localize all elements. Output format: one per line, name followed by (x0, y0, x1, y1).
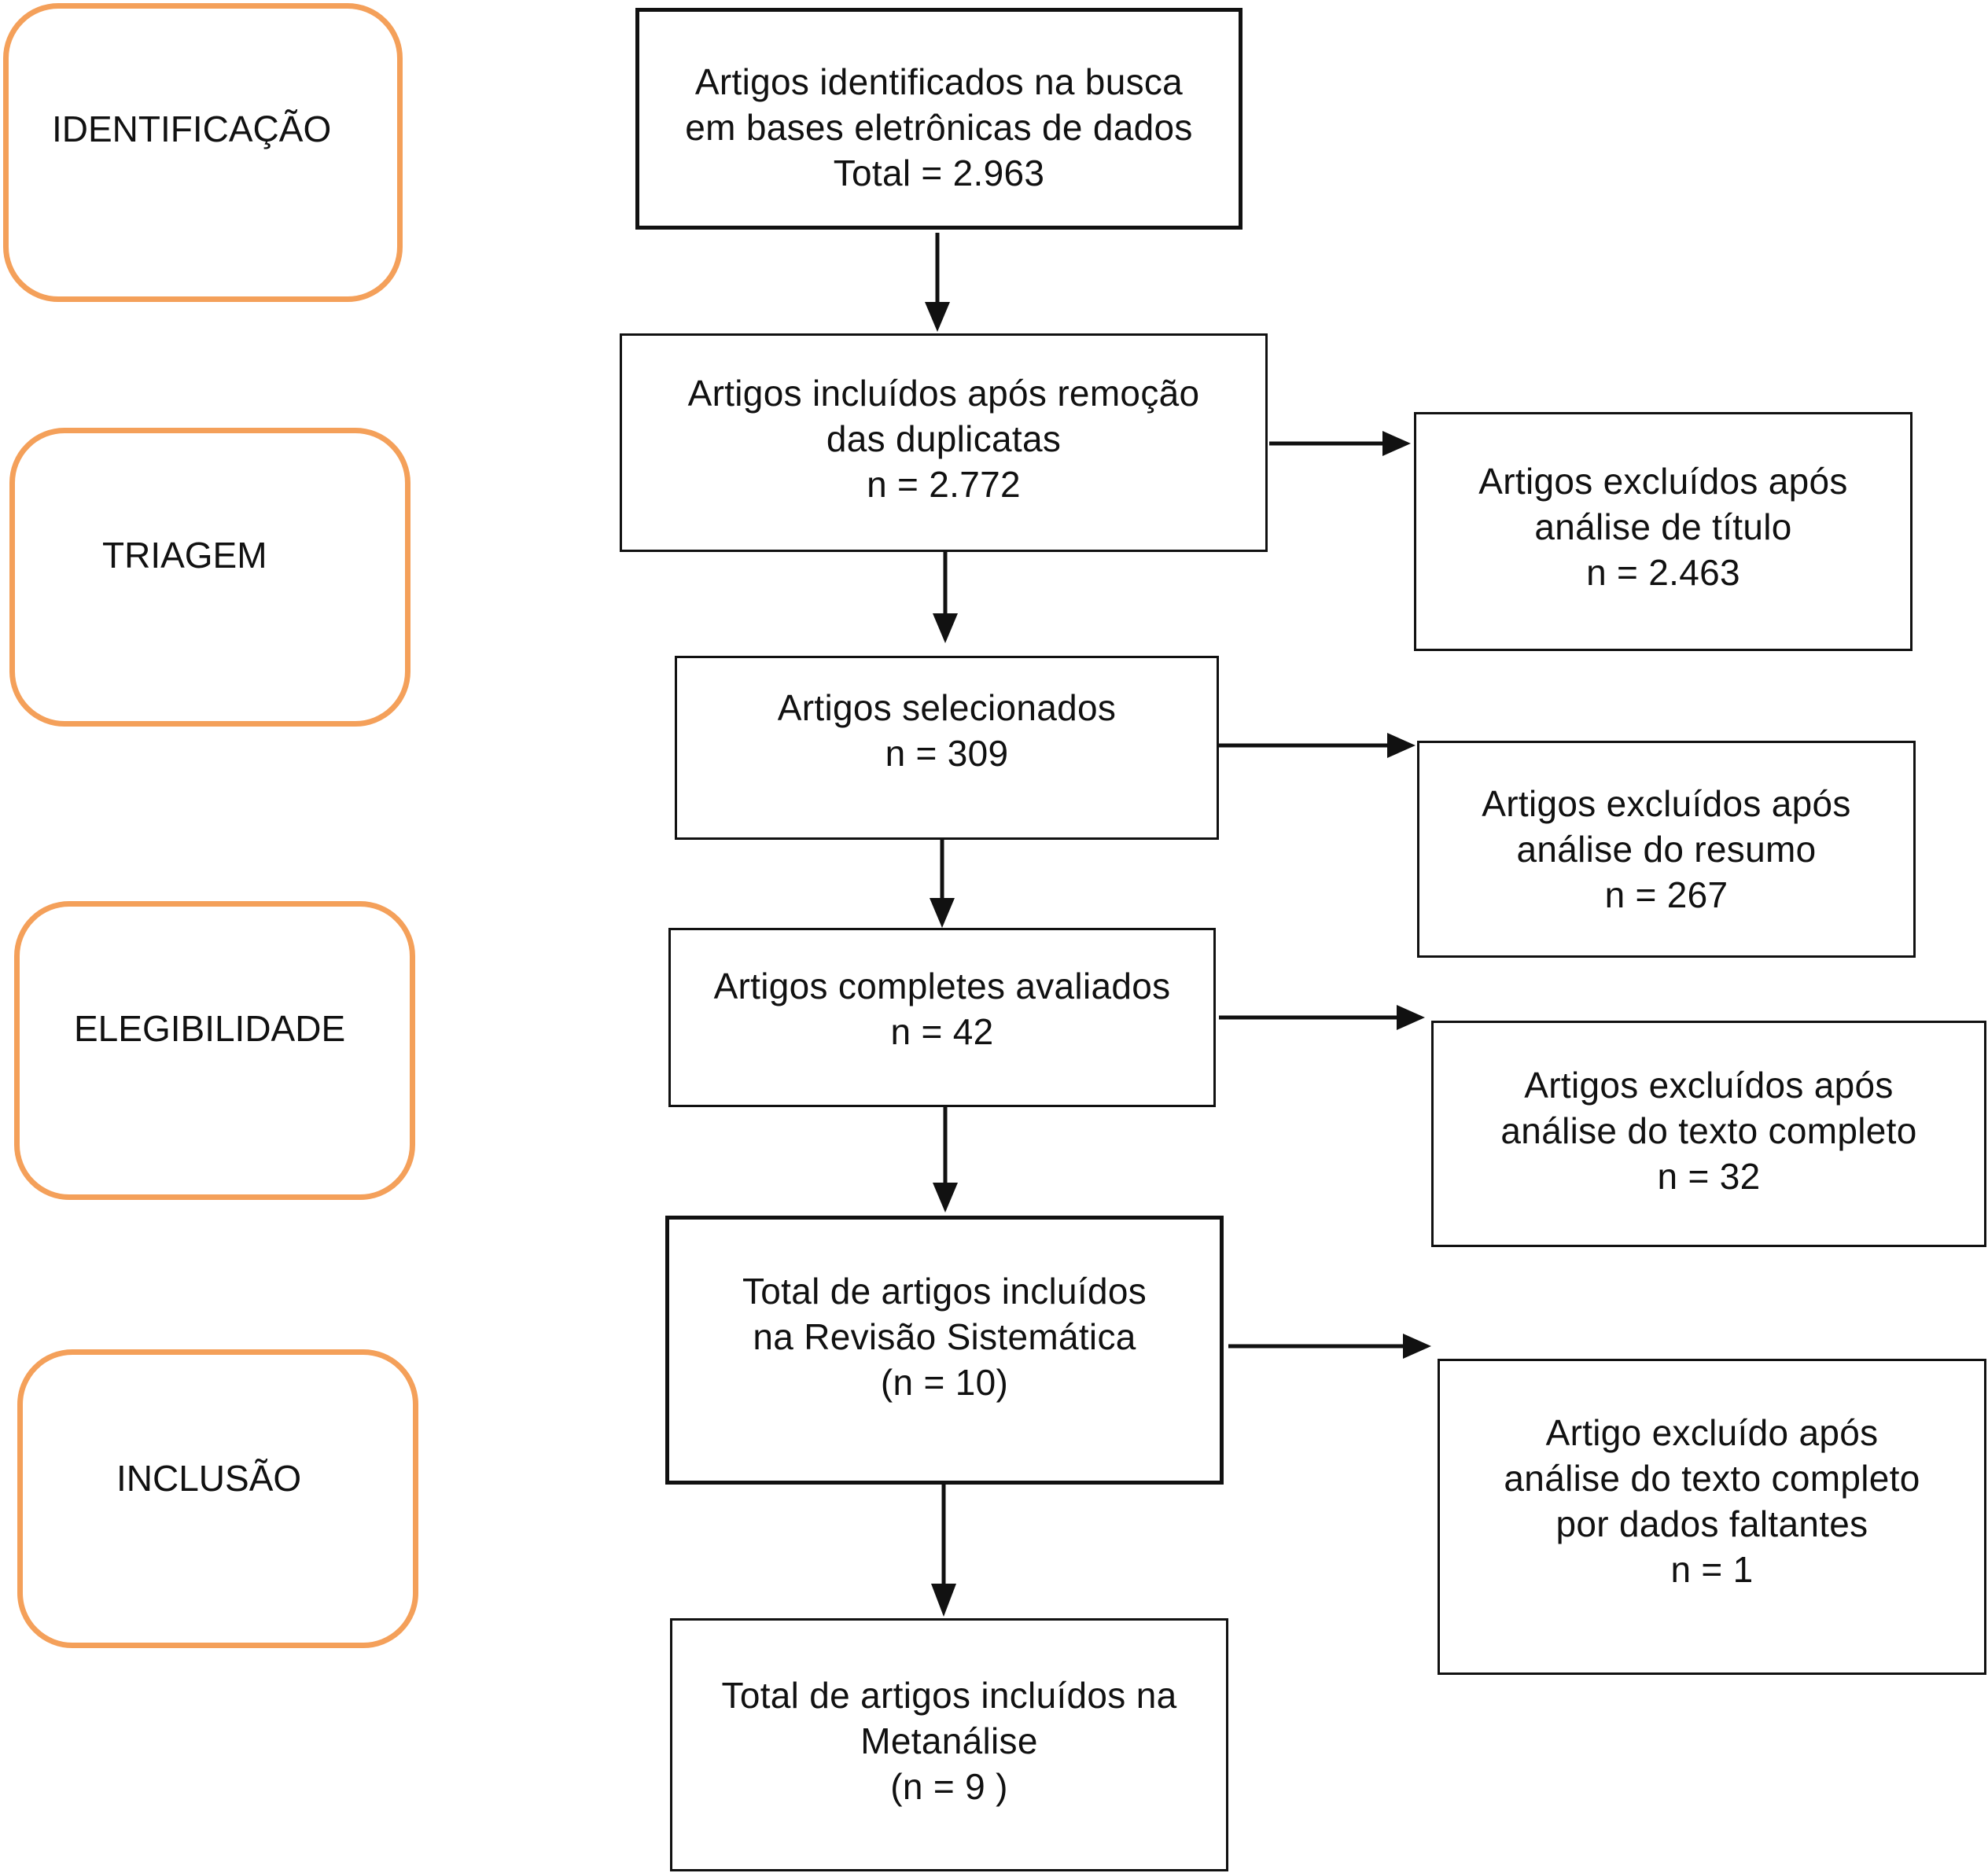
phase-label-inclusao: INCLUSÃO (116, 1458, 302, 1499)
box-meta-analysis-line-2: Metanálise (860, 1720, 1038, 1761)
box-full-text-assessed: Artigos completes avaliados n = 42 (668, 928, 1216, 1107)
box-excluded-full-text-line-1: Artigos excluídos após (1524, 1065, 1894, 1106)
arrowhead-to-excluded-missing-data (1403, 1334, 1431, 1359)
box-excluded-full-text-line-3: n = 32 (1657, 1156, 1761, 1197)
box-identified-line-3: Total = 2.963 (833, 153, 1045, 193)
phase-label-elegibilidade: ELEGIBILIDADE (74, 1008, 346, 1049)
box-excluded-title-line-2: análise de título (1534, 506, 1792, 547)
arrowhead-to-excluded-full-text (1397, 1005, 1425, 1030)
box-excluded-abstract: Artigos excluídos após análise do resumo… (1417, 741, 1916, 958)
box-identified: Artigos identificados na busca em bases … (635, 8, 1242, 230)
box-selected-line-1: Artigos selecionados (777, 687, 1117, 728)
box-systematic-review-line-3: (n = 10) (880, 1362, 1009, 1403)
box-excluded-missing-data-line-2: análise do texto completo (1504, 1458, 1920, 1499)
box-after-duplicates-line-2: das duplicatas (826, 418, 1062, 459)
box-systematic-review-line-1: Total de artigos incluídos (742, 1271, 1147, 1312)
box-excluded-title: Artigos excluídos após análise de título… (1414, 412, 1913, 651)
box-meta-analysis-line-3: (n = 9 ) (890, 1766, 1008, 1807)
arrowhead-after-duplicates-to-selected (933, 613, 958, 643)
box-identified-line-2: em bases eletrônicas de dados (685, 107, 1193, 148)
arrowhead-identified-to-after-duplicates (925, 302, 950, 332)
arrowhead-to-excluded-title (1382, 431, 1411, 456)
arrowhead-to-excluded-abstract (1387, 733, 1416, 758)
phase-box-identificacao (3, 3, 403, 302)
box-excluded-abstract-line-2: análise do resumo (1516, 829, 1817, 870)
box-excluded-abstract-line-1: Artigos excluídos após (1482, 783, 1851, 824)
box-systematic-review-line-2: na Revisão Sistemática (753, 1316, 1136, 1357)
arrowhead-systematic-review-to-meta-analysis (931, 1584, 956, 1617)
box-full-text-assessed-line-2: n = 42 (890, 1011, 994, 1052)
box-excluded-title-line-3: n = 2.463 (1586, 552, 1740, 593)
arrowhead-selected-to-full-text (930, 898, 955, 928)
phase-label-triagem: TRIAGEM (102, 535, 267, 576)
box-excluded-missing-data-line-1: Artigo excluído após (1545, 1412, 1879, 1453)
box-excluded-missing-data-line-4: n = 1 (1670, 1549, 1754, 1590)
box-excluded-title-line-1: Artigos excluídos após (1478, 461, 1848, 502)
box-excluded-full-text: Artigos excluídos após análise do texto … (1431, 1021, 1986, 1247)
box-meta-analysis: Total de artigos incluídos na Metanálise… (670, 1618, 1228, 1871)
arrowhead-full-text-to-systematic-review (933, 1183, 958, 1212)
box-meta-analysis-line-1: Total de artigos incluídos na (721, 1675, 1177, 1716)
box-full-text-assessed-line-1: Artigos completes avaliados (713, 966, 1171, 1006)
box-excluded-missing-data-line-3: por dados faltantes (1555, 1503, 1868, 1544)
box-after-duplicates: Artigos incluídos após remoção das dupli… (620, 333, 1268, 552)
box-excluded-missing-data: Artigo excluído após análise do texto co… (1438, 1359, 1986, 1675)
box-identified-line-1: Artigos identificados na busca (694, 61, 1184, 102)
box-excluded-full-text-line-2: análise do texto completo (1500, 1110, 1917, 1151)
box-after-duplicates-line-3: n = 2.772 (867, 464, 1021, 505)
box-systematic-review: Total de artigos incluídos na Revisão Si… (665, 1216, 1224, 1485)
phase-box-inclusao (17, 1349, 418, 1648)
phase-box-triagem (9, 428, 410, 727)
box-selected: Artigos selecionados n = 309 (675, 656, 1219, 840)
box-selected-line-2: n = 309 (885, 733, 1009, 774)
box-excluded-abstract-line-3: n = 267 (1604, 874, 1728, 915)
phase-label-identificacao: IDENTIFICAÇÃO (52, 109, 332, 149)
box-after-duplicates-line-1: Artigos incluídos após remoção (687, 373, 1200, 414)
phase-box-elegibilidade (14, 901, 415, 1200)
